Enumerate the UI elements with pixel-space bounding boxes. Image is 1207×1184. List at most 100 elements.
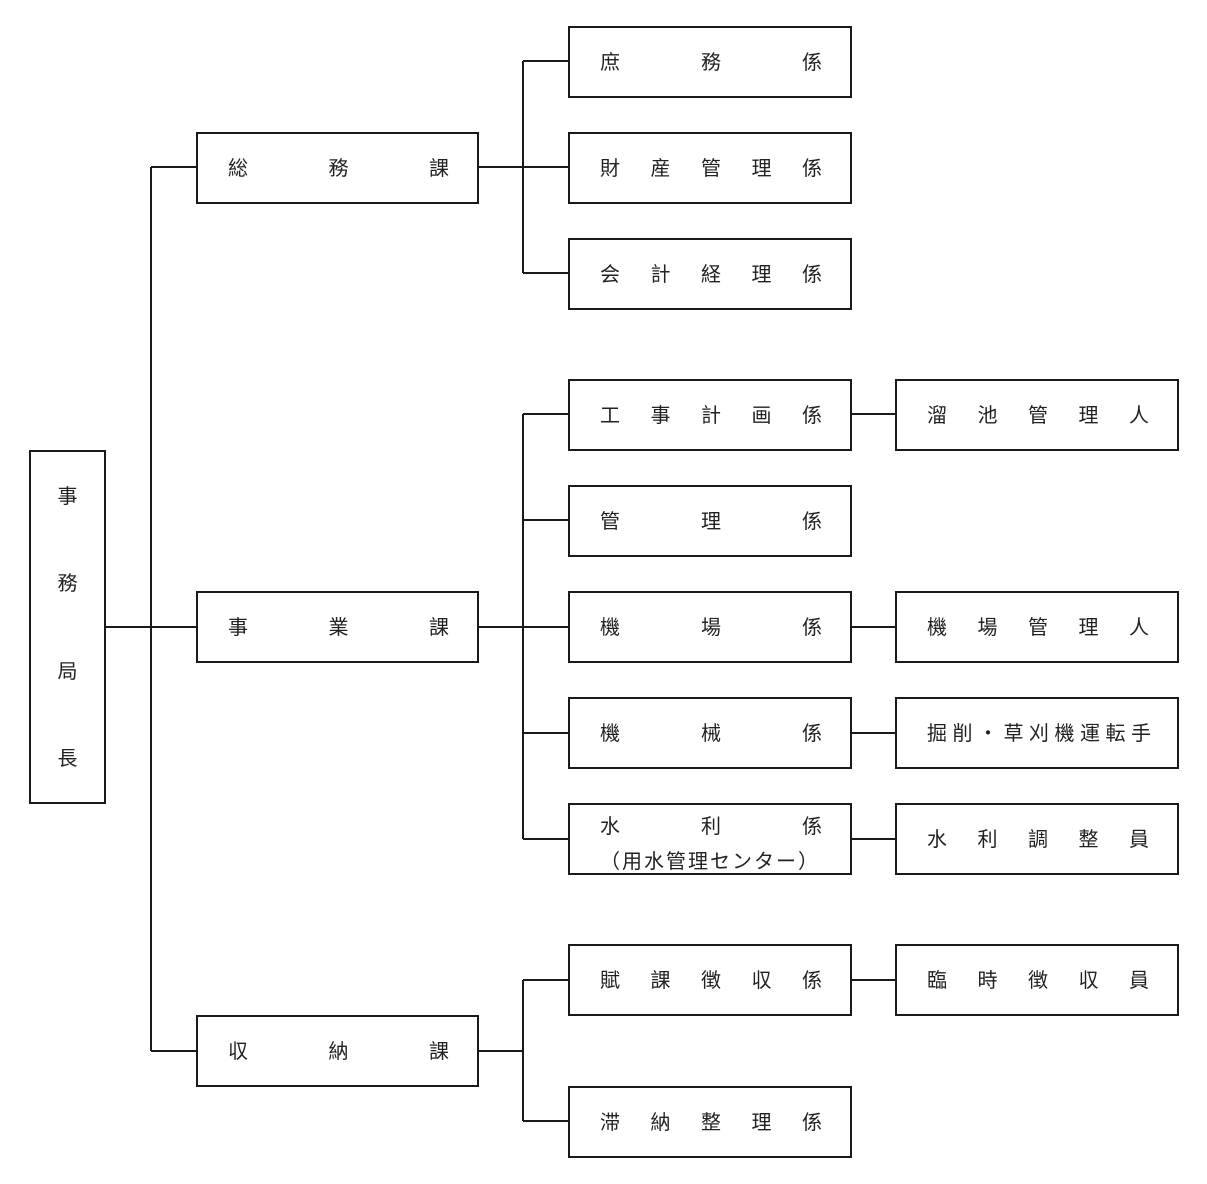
- label-char: 財: [600, 156, 620, 180]
- label-char: 草: [1003, 721, 1024, 745]
- label-char: 事: [650, 403, 671, 427]
- label-char: 械: [701, 721, 721, 745]
- label-char: 会: [600, 262, 620, 286]
- director-char: 務: [57, 571, 78, 596]
- label-char: 掘: [927, 721, 947, 745]
- unit-taino-seiri: 滞 納 整 理 係: [568, 1086, 852, 1158]
- section-shuno: 収 納 課: [196, 1015, 479, 1087]
- label-char: 務: [701, 50, 721, 74]
- label-char: ・: [978, 721, 998, 745]
- label-char: 庶: [600, 50, 620, 74]
- label-char: 計: [650, 262, 671, 286]
- label-char: 納: [650, 1110, 671, 1134]
- unit-fuka-choshu: 賦 課 徴 収 係: [568, 944, 852, 1016]
- unit-shomu: 庶 務 係: [568, 26, 852, 98]
- label-char: 水: [927, 827, 947, 851]
- label-char: 刈: [1029, 721, 1049, 745]
- label-char: 係: [802, 968, 822, 992]
- label-char: 経: [701, 262, 721, 286]
- unit-kijo: 機 場 係: [568, 591, 852, 663]
- unit-zaisan-kanri: 財 産 管 理 係: [568, 132, 852, 204]
- staff-rinji-choshuin: 臨 時 徴 収 員: [895, 944, 1179, 1016]
- unit-kaikei-keiri: 会 計 経 理 係: [568, 238, 852, 310]
- label-char: 工: [600, 403, 620, 427]
- label-char: 機: [1054, 721, 1075, 745]
- label-char: 調: [1028, 827, 1048, 851]
- label-char: 計: [701, 403, 721, 427]
- label-char: 徴: [1028, 968, 1048, 992]
- label-char: 利: [977, 827, 998, 851]
- label-char: 管: [600, 509, 620, 533]
- label-char: 水: [600, 814, 620, 838]
- label-char: 溜: [927, 403, 947, 427]
- label-char: 場: [977, 615, 998, 639]
- label-char: 理: [751, 156, 772, 180]
- director-char: 長: [57, 745, 78, 770]
- section-somu: 総 務 課: [196, 132, 479, 204]
- label-char: 係: [802, 262, 822, 286]
- label-char: 転: [1105, 721, 1126, 745]
- director-box: 事 務 局 長: [29, 450, 106, 804]
- label-char: 画: [751, 403, 772, 427]
- label-char: 手: [1131, 721, 1151, 745]
- label-char: 理: [751, 262, 772, 286]
- label-char: 人: [1129, 615, 1149, 639]
- label-char: 滞: [600, 1110, 620, 1134]
- label-char: 管: [701, 156, 721, 180]
- label-char: 課: [429, 1039, 449, 1063]
- label-char: 課: [429, 615, 449, 639]
- unit-suiri: 水 利 係 （用水管理センター）: [568, 803, 852, 875]
- label-char: 収: [1078, 968, 1099, 992]
- unit-kikai: 機 械 係: [568, 697, 852, 769]
- label-char: 時: [977, 968, 998, 992]
- label-char: 課: [429, 156, 449, 180]
- label-char: 管: [1028, 403, 1048, 427]
- label-char: 業: [328, 615, 349, 639]
- label-char: 係: [802, 814, 822, 838]
- label-char: 係: [802, 403, 822, 427]
- label-char: 係: [802, 509, 822, 533]
- label-char: 理: [701, 509, 721, 533]
- director-char: 局: [57, 658, 78, 683]
- label-char: 係: [802, 721, 822, 745]
- label-char: 員: [1129, 827, 1149, 851]
- label-char: 事: [228, 615, 248, 639]
- label-char: 務: [328, 156, 349, 180]
- label-char: 削: [952, 721, 973, 745]
- label-char: 総: [228, 156, 248, 180]
- director-label: 事 務 局 長: [31, 482, 104, 772]
- unit-kanri: 管 理 係: [568, 485, 852, 557]
- staff-kussaku-untenshu: 掘 削 ・ 草 刈 機 運 転 手: [895, 697, 1179, 769]
- label-char: 理: [1078, 615, 1099, 639]
- label-char: 機: [927, 615, 947, 639]
- label-char: 場: [701, 615, 721, 639]
- unit-koji-keikaku: 工 事 計 画 係: [568, 379, 852, 451]
- label-char: 員: [1129, 968, 1149, 992]
- staff-ryuchi-kanrinin: 溜 池 管 理 人: [895, 379, 1179, 451]
- label-char: 賦: [600, 968, 620, 992]
- label-char: 機: [600, 721, 620, 745]
- label-char: 整: [1078, 827, 1099, 851]
- label-char: 産: [650, 156, 671, 180]
- label-char: 徴: [701, 968, 721, 992]
- label-char: 納: [328, 1039, 349, 1063]
- label-char: 運: [1080, 721, 1100, 745]
- label-char: 臨: [927, 968, 947, 992]
- label-char: 係: [802, 615, 822, 639]
- label-char: 課: [650, 968, 671, 992]
- staff-suiri-choseiin: 水 利 調 整 員: [895, 803, 1179, 875]
- label-char: 整: [701, 1110, 721, 1134]
- label-char: 機: [600, 615, 620, 639]
- label-char: 人: [1129, 403, 1149, 427]
- label-char: 収: [751, 968, 772, 992]
- label-char: 利: [701, 814, 721, 838]
- label-char: 管: [1028, 615, 1048, 639]
- label-char: 係: [802, 1110, 822, 1134]
- director-char: 事: [57, 484, 78, 508]
- section-jigyo: 事 業 課: [196, 591, 479, 663]
- label-char: 係: [802, 156, 822, 180]
- label-char: 理: [751, 1110, 772, 1134]
- label-char: 池: [977, 403, 998, 427]
- label-char: 係: [802, 50, 822, 74]
